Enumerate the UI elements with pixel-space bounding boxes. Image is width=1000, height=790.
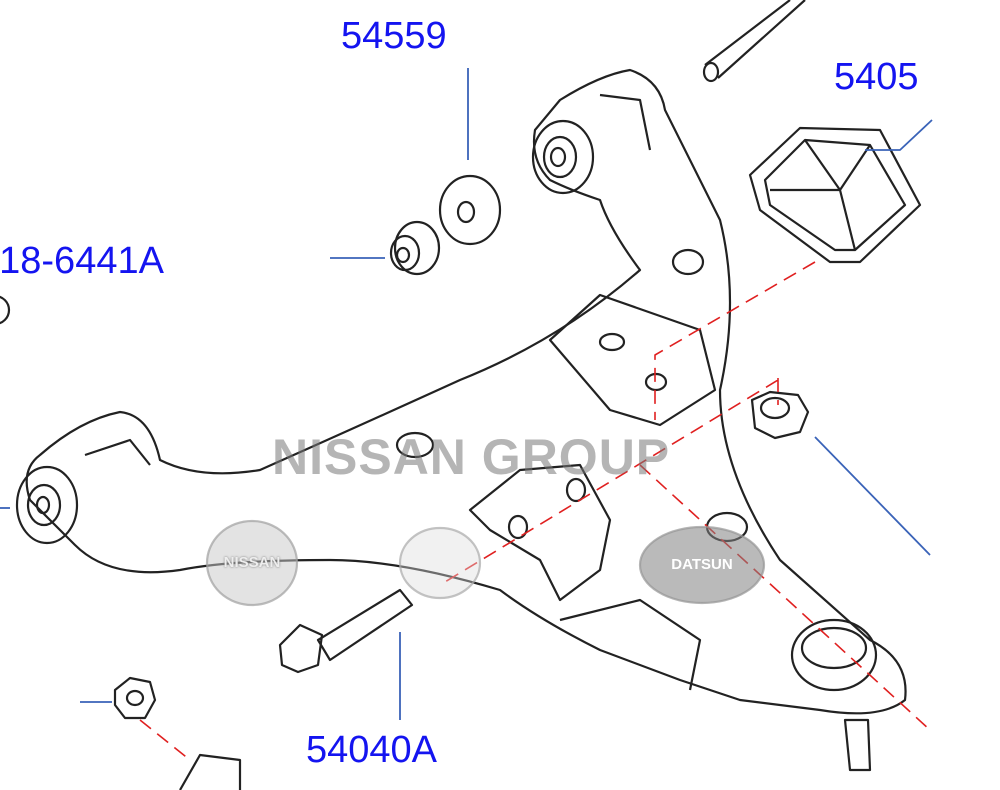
bump-stopper xyxy=(748,126,922,264)
logo-badges xyxy=(205,519,766,607)
bushing-rear xyxy=(15,465,79,545)
partial-part xyxy=(0,295,11,325)
assembly-lines xyxy=(139,261,931,761)
mounting-bracket xyxy=(468,463,612,602)
washer xyxy=(438,174,502,246)
bushing-front xyxy=(531,119,595,195)
collar xyxy=(389,220,441,276)
datsun-logo: DATSUN xyxy=(671,556,733,573)
ball-joint xyxy=(790,618,878,772)
part-label-54040A[interactable]: 54040A xyxy=(306,729,438,771)
lower-control-arm xyxy=(25,68,907,715)
part-label-5405[interactable]: 5405 xyxy=(834,56,919,98)
bolt xyxy=(278,588,414,674)
nut xyxy=(750,390,810,440)
bracket-plate xyxy=(548,293,717,427)
leader-lines xyxy=(0,68,933,720)
flange-nut xyxy=(113,676,242,790)
part-label-54559[interactable]: 54559 xyxy=(341,15,447,57)
watermark: NISSAN GROUP xyxy=(272,429,671,485)
nissan-logo: NISSAN xyxy=(223,554,281,571)
rod xyxy=(702,0,806,83)
part-label-6441A[interactable]: 018-6441A xyxy=(0,240,164,282)
